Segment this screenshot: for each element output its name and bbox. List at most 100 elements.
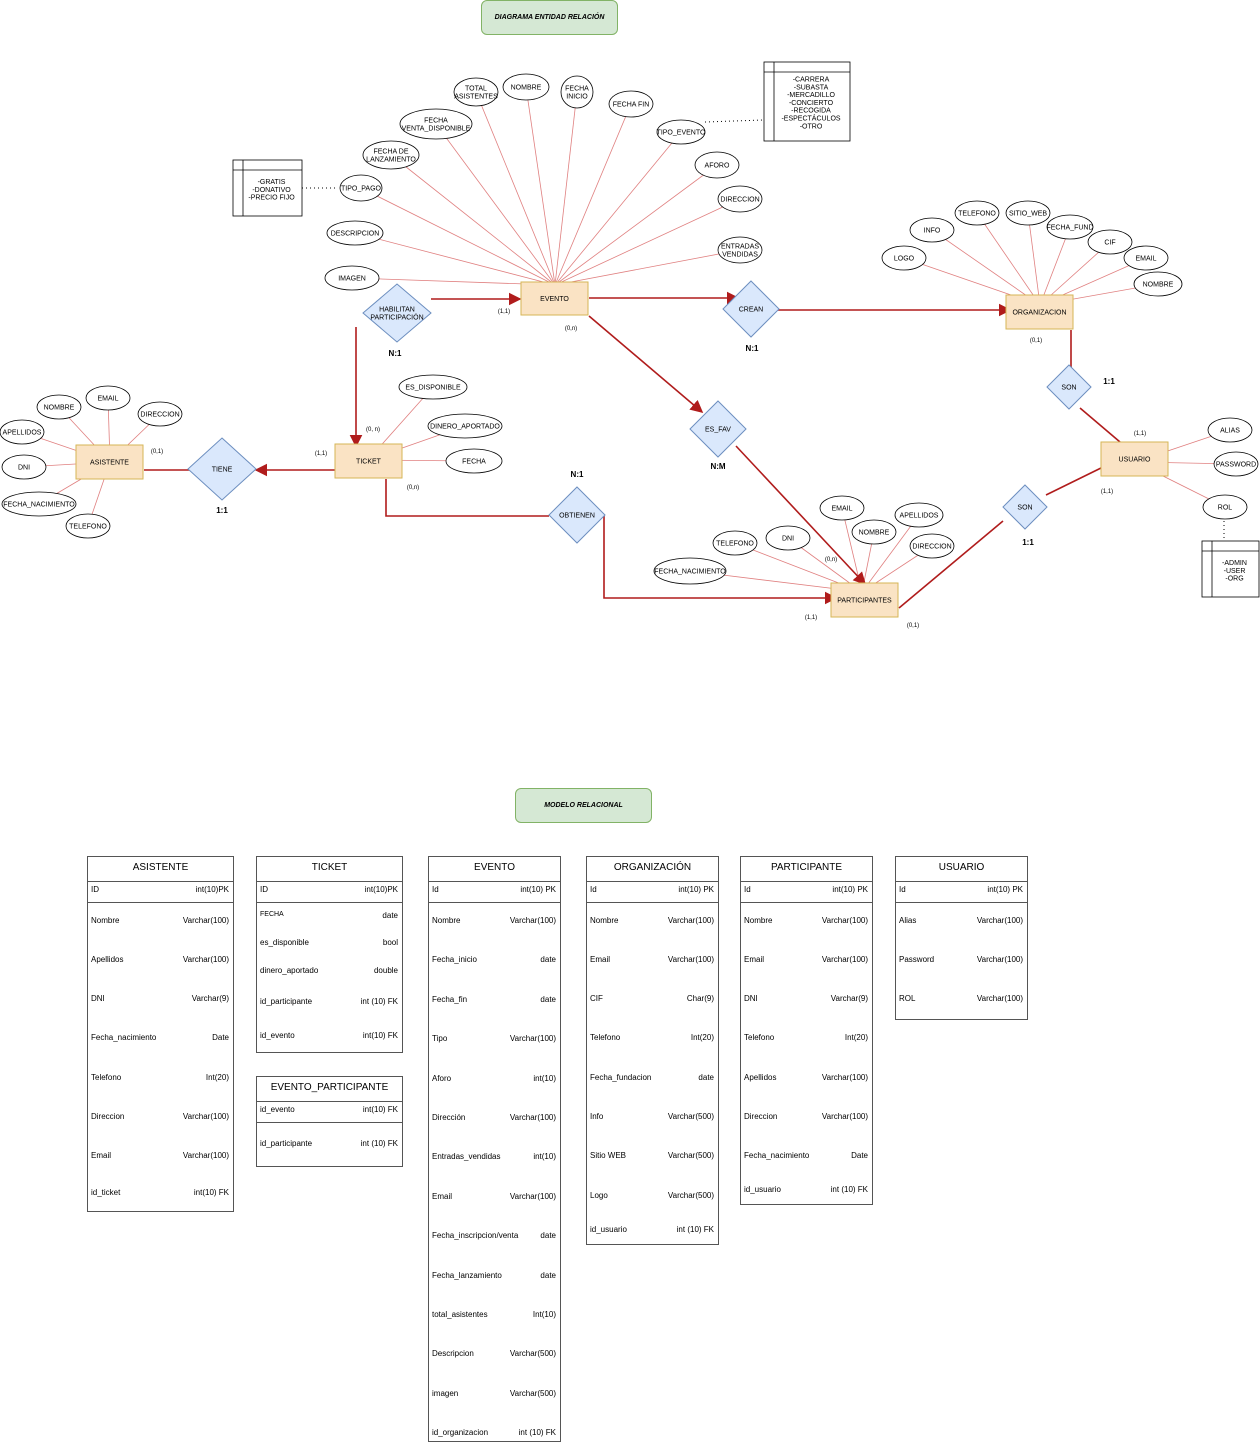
ticket-attr-0[interactable] — [398, 374, 468, 400]
ticket-attr-2[interactable] — [445, 448, 503, 474]
line-ticket-obtienen — [385, 479, 549, 517]
organizacion-attr-6[interactable] — [1123, 245, 1169, 271]
column-type: Int(20) — [690, 1033, 714, 1042]
evento-attr-7-link — [554, 164, 718, 286]
entity-participantes[interactable] — [830, 582, 899, 618]
evento-attr-4[interactable] — [399, 108, 473, 140]
evento-attr-12[interactable] — [324, 265, 380, 291]
column-type: Date — [851, 1151, 868, 1160]
asistente-attr-3[interactable] — [0, 419, 45, 445]
entity-ticket[interactable] — [334, 443, 403, 479]
column-name: Fecha_inscripcion/venta — [432, 1231, 519, 1241]
organizacion-attr-4[interactable] — [1087, 229, 1133, 255]
relationship-es_fav[interactable] — [689, 400, 747, 458]
pk-separator — [741, 902, 872, 903]
organizacion-attr-2[interactable] — [909, 217, 955, 243]
relationship-son1[interactable] — [1046, 364, 1092, 410]
line-obtienen-part — [603, 516, 838, 605]
relationship-habilitan[interactable] — [362, 283, 432, 343]
column-name: Email — [744, 955, 765, 964]
relationship-obtienen[interactable] — [548, 486, 606, 544]
enum-tipo-evento-item: -CONCIERTO — [789, 100, 834, 107]
usuario-attr-1[interactable] — [1213, 451, 1259, 477]
mult-asistente: (0,1) — [151, 449, 163, 455]
cardinality-crean: N:1 — [746, 344, 759, 353]
relationship-tiene[interactable] — [187, 437, 257, 501]
organizacion-attr-7[interactable] — [1133, 271, 1183, 297]
asistente-attr-1[interactable] — [36, 394, 82, 420]
evento-attr-0[interactable] — [453, 77, 499, 107]
participantes-attr-0[interactable] — [819, 495, 865, 521]
evento-attr-1[interactable] — [502, 73, 550, 101]
column-name: dinero_aportado — [260, 966, 319, 975]
column-name: Nombre — [590, 916, 619, 925]
entity-asistente[interactable] — [75, 444, 144, 480]
asistente-attr-0[interactable] — [85, 385, 131, 411]
column-name: Id — [899, 885, 906, 894]
evento-attr-11[interactable] — [717, 236, 763, 264]
evento-attr-8[interactable] — [339, 174, 383, 202]
usuario-attr-2-label: ROL — [1218, 504, 1233, 511]
evento-attr-7[interactable] — [694, 151, 740, 179]
participantes-attr-4[interactable] — [712, 530, 758, 556]
column-name: Email — [590, 955, 611, 964]
organizacion-attr-3[interactable] — [1046, 214, 1094, 240]
organizacion-attr-5[interactable] — [881, 245, 927, 271]
table-title: PARTICIPANTE — [741, 857, 872, 882]
organizacion-attr-2-link — [931, 229, 1041, 306]
participantes-attr-3-label: DNI — [782, 535, 794, 542]
usuario-attr-0-label: ALIAS — [1220, 427, 1240, 434]
participantes-attr-5[interactable] — [909, 533, 955, 559]
relationship-son2[interactable] — [1002, 484, 1048, 530]
column-type: Varchar(500) — [509, 1388, 556, 1398]
relationship-crean[interactable] — [722, 280, 780, 338]
entity-organizacion[interactable] — [1005, 294, 1074, 330]
usuario-attr-2[interactable] — [1202, 494, 1248, 520]
participantes-attr-6[interactable] — [653, 557, 727, 585]
column-name: Telefono — [744, 1033, 775, 1042]
entity-evento[interactable] — [520, 281, 589, 316]
asistente-attr-4[interactable] — [1, 454, 47, 480]
ticket-attr-1[interactable] — [427, 413, 503, 439]
evento-attr-10[interactable] — [326, 220, 384, 246]
asistente-attr-2[interactable] — [137, 401, 183, 427]
entity-usuario[interactable] — [1100, 441, 1169, 477]
evento-attr-5[interactable] — [362, 140, 420, 170]
usuario-attr-0[interactable] — [1207, 417, 1253, 443]
participantes-attr-3[interactable] — [765, 525, 811, 551]
evento-attr-9[interactable] — [717, 185, 763, 213]
column-name: Info — [590, 1112, 604, 1121]
enum-tipo-pago — [232, 159, 303, 217]
column-name: Telefono — [590, 1033, 621, 1042]
er-title-banner: DIAGRAMA ENTIDAD RELACIÓN — [481, 0, 618, 35]
asistente-attr-5[interactable] — [1, 491, 77, 517]
participantes-attr-1[interactable] — [894, 502, 944, 528]
asistente-attr-6[interactable] — [65, 513, 111, 539]
mult-usuario-bottom: (1,1) — [1101, 489, 1113, 495]
table-title: EVENTO_PARTICIPANTE — [257, 1077, 402, 1102]
participantes-attr-2[interactable] — [851, 519, 897, 545]
enum-tipo-evento-item: -OTRO — [800, 123, 823, 130]
enum-tipo-evento-item: -RECOGIDA — [791, 108, 831, 115]
evento-attr-10-label: DESCRIPCION — [331, 230, 380, 237]
evento-attr-3[interactable] — [608, 90, 654, 118]
organizacion-attr-1[interactable] — [1005, 200, 1051, 226]
evento-attr-6[interactable] — [656, 119, 706, 145]
organizacion-attr-0[interactable] — [954, 200, 1000, 226]
column-name: Fecha_fundacion — [590, 1073, 652, 1082]
asistente-attr-0-label: EMAIL — [97, 395, 118, 402]
column-name: Aforo — [432, 1073, 452, 1083]
column-type: Varchar(500) — [509, 1349, 556, 1359]
participantes-attr-6-label: FECHA_NACIMIENTO — [654, 568, 726, 575]
evento-attr-2[interactable] — [560, 75, 594, 109]
cardinality-habilitan: N:1 — [389, 349, 402, 358]
column-type: int(10) FK — [362, 1105, 398, 1114]
